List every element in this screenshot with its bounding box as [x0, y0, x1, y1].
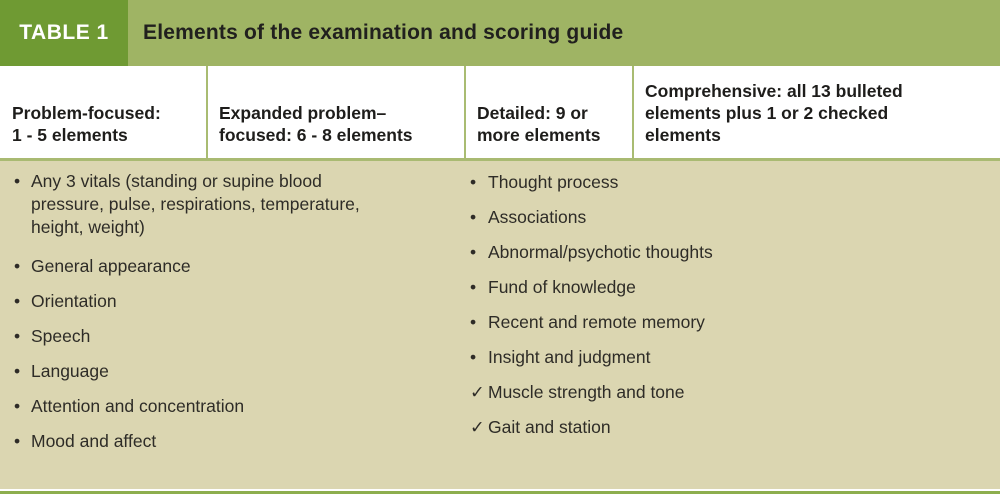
bullet-icon: • [14, 396, 21, 416]
list-item: • Orientation [14, 290, 454, 313]
list-item: • General appearance [14, 255, 454, 278]
table-number-badge: TABLE 1 [0, 0, 128, 66]
header-body-divider-rule [0, 158, 1000, 161]
bullet-icon: • [14, 291, 21, 311]
table-title: Elements of the examination and scoring … [143, 21, 624, 44]
table-body: • Any 3 vitals (standing or supine blood… [0, 161, 1000, 489]
list-item-text: Mood and affect [31, 431, 157, 451]
check-icon: ✓ [470, 382, 485, 402]
list-item-text: Orientation [31, 291, 117, 311]
column-header-problem-focused: Problem-focused: 1 - 5 elements [12, 103, 161, 145]
column-header-detailed: Detailed: 9 or more elements [464, 66, 632, 158]
list-item: • Associations [470, 206, 990, 229]
exam-elements-list-right: • Thought process • Associations • Abnor… [470, 171, 990, 451]
list-item: • Recent and remote memory [470, 311, 990, 334]
list-item: ✓ Muscle strength and tone [470, 381, 990, 404]
list-item-text: Associations [488, 207, 587, 227]
list-item-text: Attention and concentration [31, 396, 245, 416]
list-item-text: Speech [31, 326, 91, 346]
list-item: • Speech [14, 325, 454, 348]
bullet-icon: • [14, 361, 21, 381]
check-icon: ✓ [470, 417, 485, 437]
list-item-text: Gait and station [488, 417, 611, 437]
list-item-text: Thought process [488, 172, 619, 192]
table-header-bar: TABLE 1 Elements of the examination and … [0, 0, 1000, 66]
list-item-text: Insight and judgment [488, 347, 651, 367]
bullet-icon: • [14, 431, 21, 451]
list-item-text: Recent and remote memory [488, 312, 705, 332]
list-item: • Any 3 vitals (standing or supine blood… [14, 170, 454, 239]
list-item: • Thought process [470, 171, 990, 194]
list-item-text: Fund of knowledge [488, 277, 636, 297]
column-header-expanded-problem-focused: Expanded problem– focused: 6 - 8 element… [206, 66, 464, 158]
list-item: • Fund of knowledge [470, 276, 990, 299]
list-item: • Mood and affect [14, 430, 454, 453]
bullet-icon: • [470, 347, 477, 367]
list-item: • Insight and judgment [470, 346, 990, 369]
list-item: • Language [14, 360, 454, 383]
bullet-icon: • [470, 207, 477, 227]
column-header-comprehensive: Comprehensive: all 13 bulleted elements … [632, 66, 1000, 158]
exam-elements-list-left: • Any 3 vitals (standing or supine blood… [14, 170, 454, 465]
table-bottom-rule [0, 491, 1000, 494]
bullet-icon: • [470, 172, 477, 192]
bullet-icon: • [470, 242, 477, 262]
list-item: • Attention and concentration [14, 395, 454, 418]
list-item-text: Any 3 vitals (standing or supine blood p… [31, 171, 360, 237]
list-item-text: Abnormal/psychotic thoughts [488, 242, 713, 262]
column-header-row: Problem-focused: 1 - 5 elements Expanded… [0, 66, 1000, 158]
list-item: • Abnormal/psychotic thoughts [470, 241, 990, 264]
bullet-icon: • [14, 326, 21, 346]
bullet-icon: • [14, 256, 21, 276]
table-number-label: TABLE 1 [19, 21, 109, 44]
bullet-icon: • [470, 277, 477, 297]
bullet-icon: • [470, 312, 477, 332]
list-item-text: Muscle strength and tone [488, 382, 685, 402]
list-item: ✓ Gait and station [470, 416, 990, 439]
list-item-text: Language [31, 361, 109, 381]
bullet-icon: • [14, 171, 21, 191]
list-item-text: General appearance [31, 256, 191, 276]
